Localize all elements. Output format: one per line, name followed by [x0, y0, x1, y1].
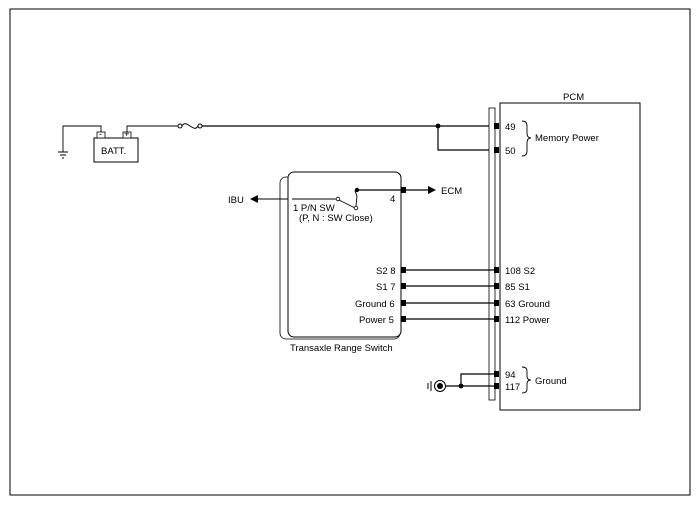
switch-pin-6 [401, 300, 406, 306]
pcm-pin-49-label: 49 [505, 122, 516, 133]
battery-label: BATT. [101, 146, 126, 157]
switch-contact-left [335, 196, 341, 202]
switch-pin-7-label: S1 7 [376, 282, 396, 293]
memory-power-brace [521, 120, 532, 157]
pcm-pin-50-label: 50 [505, 146, 516, 157]
pcm-pin-49 [494, 123, 499, 129]
ecm-splice-dot [354, 187, 360, 193]
pcm-pin-117 [494, 383, 499, 389]
pcm-pin-117-label: 117 [505, 382, 520, 393]
battery-positive-wire [126, 125, 178, 132]
pcm-pin-85-label: 85 S1 [505, 282, 530, 293]
battery-pos-sign: + [124, 129, 130, 140]
ground-splice-dot [458, 383, 464, 389]
body-ground-icon [427, 380, 446, 392]
battery: - + BATT. [93, 129, 139, 163]
pcm-title: PCM [563, 92, 584, 103]
battery-ground-wire [62, 125, 102, 152]
ibu-arrow-icon [250, 195, 258, 203]
battery-box [93, 137, 139, 163]
pcm-pin-94-label: 94 [505, 370, 516, 381]
switch-pin-5-label: Power 5 [359, 315, 394, 326]
pcm-pins [494, 123, 499, 389]
switch-line1: 1 P/N SW [293, 203, 335, 214]
switch-line2: (P, N : SW Close) [299, 213, 373, 224]
pcm-ground-wire-94 [460, 373, 494, 386]
ibu-label: IBU [228, 195, 244, 206]
pcm-pin-112-label: 112 Power [505, 315, 550, 326]
switch-pin-5 [401, 316, 406, 322]
chassis-ground-icon [58, 151, 68, 159]
ecm-label: ECM [441, 186, 462, 197]
switch-pin-4 [401, 187, 406, 193]
switch-pin-8-label: S2 8 [376, 266, 396, 277]
switch-pin-7 [401, 283, 406, 289]
switch-contact-right [353, 205, 359, 211]
memory-power-branch-wire [437, 126, 494, 151]
pcm-pin-63 [494, 300, 499, 306]
pcm-pin-85 [494, 283, 499, 289]
ground-brace [521, 366, 532, 394]
pcm-pin-94 [494, 371, 499, 377]
fuse-icon [177, 123, 203, 129]
switch-blade [338, 199, 356, 209]
pcm-pin-63-label: 63 Ground [505, 299, 550, 310]
pcm-box [499, 102, 641, 411]
pcm-pin-108 [494, 267, 499, 273]
switch-title: Transaxle Range Switch [290, 343, 393, 354]
diagram-frame [9, 8, 691, 496]
pcm-ground-label: Ground [535, 376, 567, 387]
battery-neg-sign: - [99, 129, 102, 140]
pcm-pin-112 [494, 316, 499, 322]
pcm-inner-edge [488, 107, 496, 401]
pcm-pin-50 [494, 147, 499, 153]
memory-power-label: Memory Power [535, 133, 599, 144]
switch-box [287, 171, 402, 338]
switch-pin-8 [401, 267, 406, 273]
pcm-pin-108-label: 108 S2 [505, 266, 535, 277]
switch-pin-6-label: Ground 6 [355, 299, 395, 310]
switch-pin-4-label: 4 [390, 194, 395, 205]
ecm-arrow-icon [428, 186, 436, 194]
